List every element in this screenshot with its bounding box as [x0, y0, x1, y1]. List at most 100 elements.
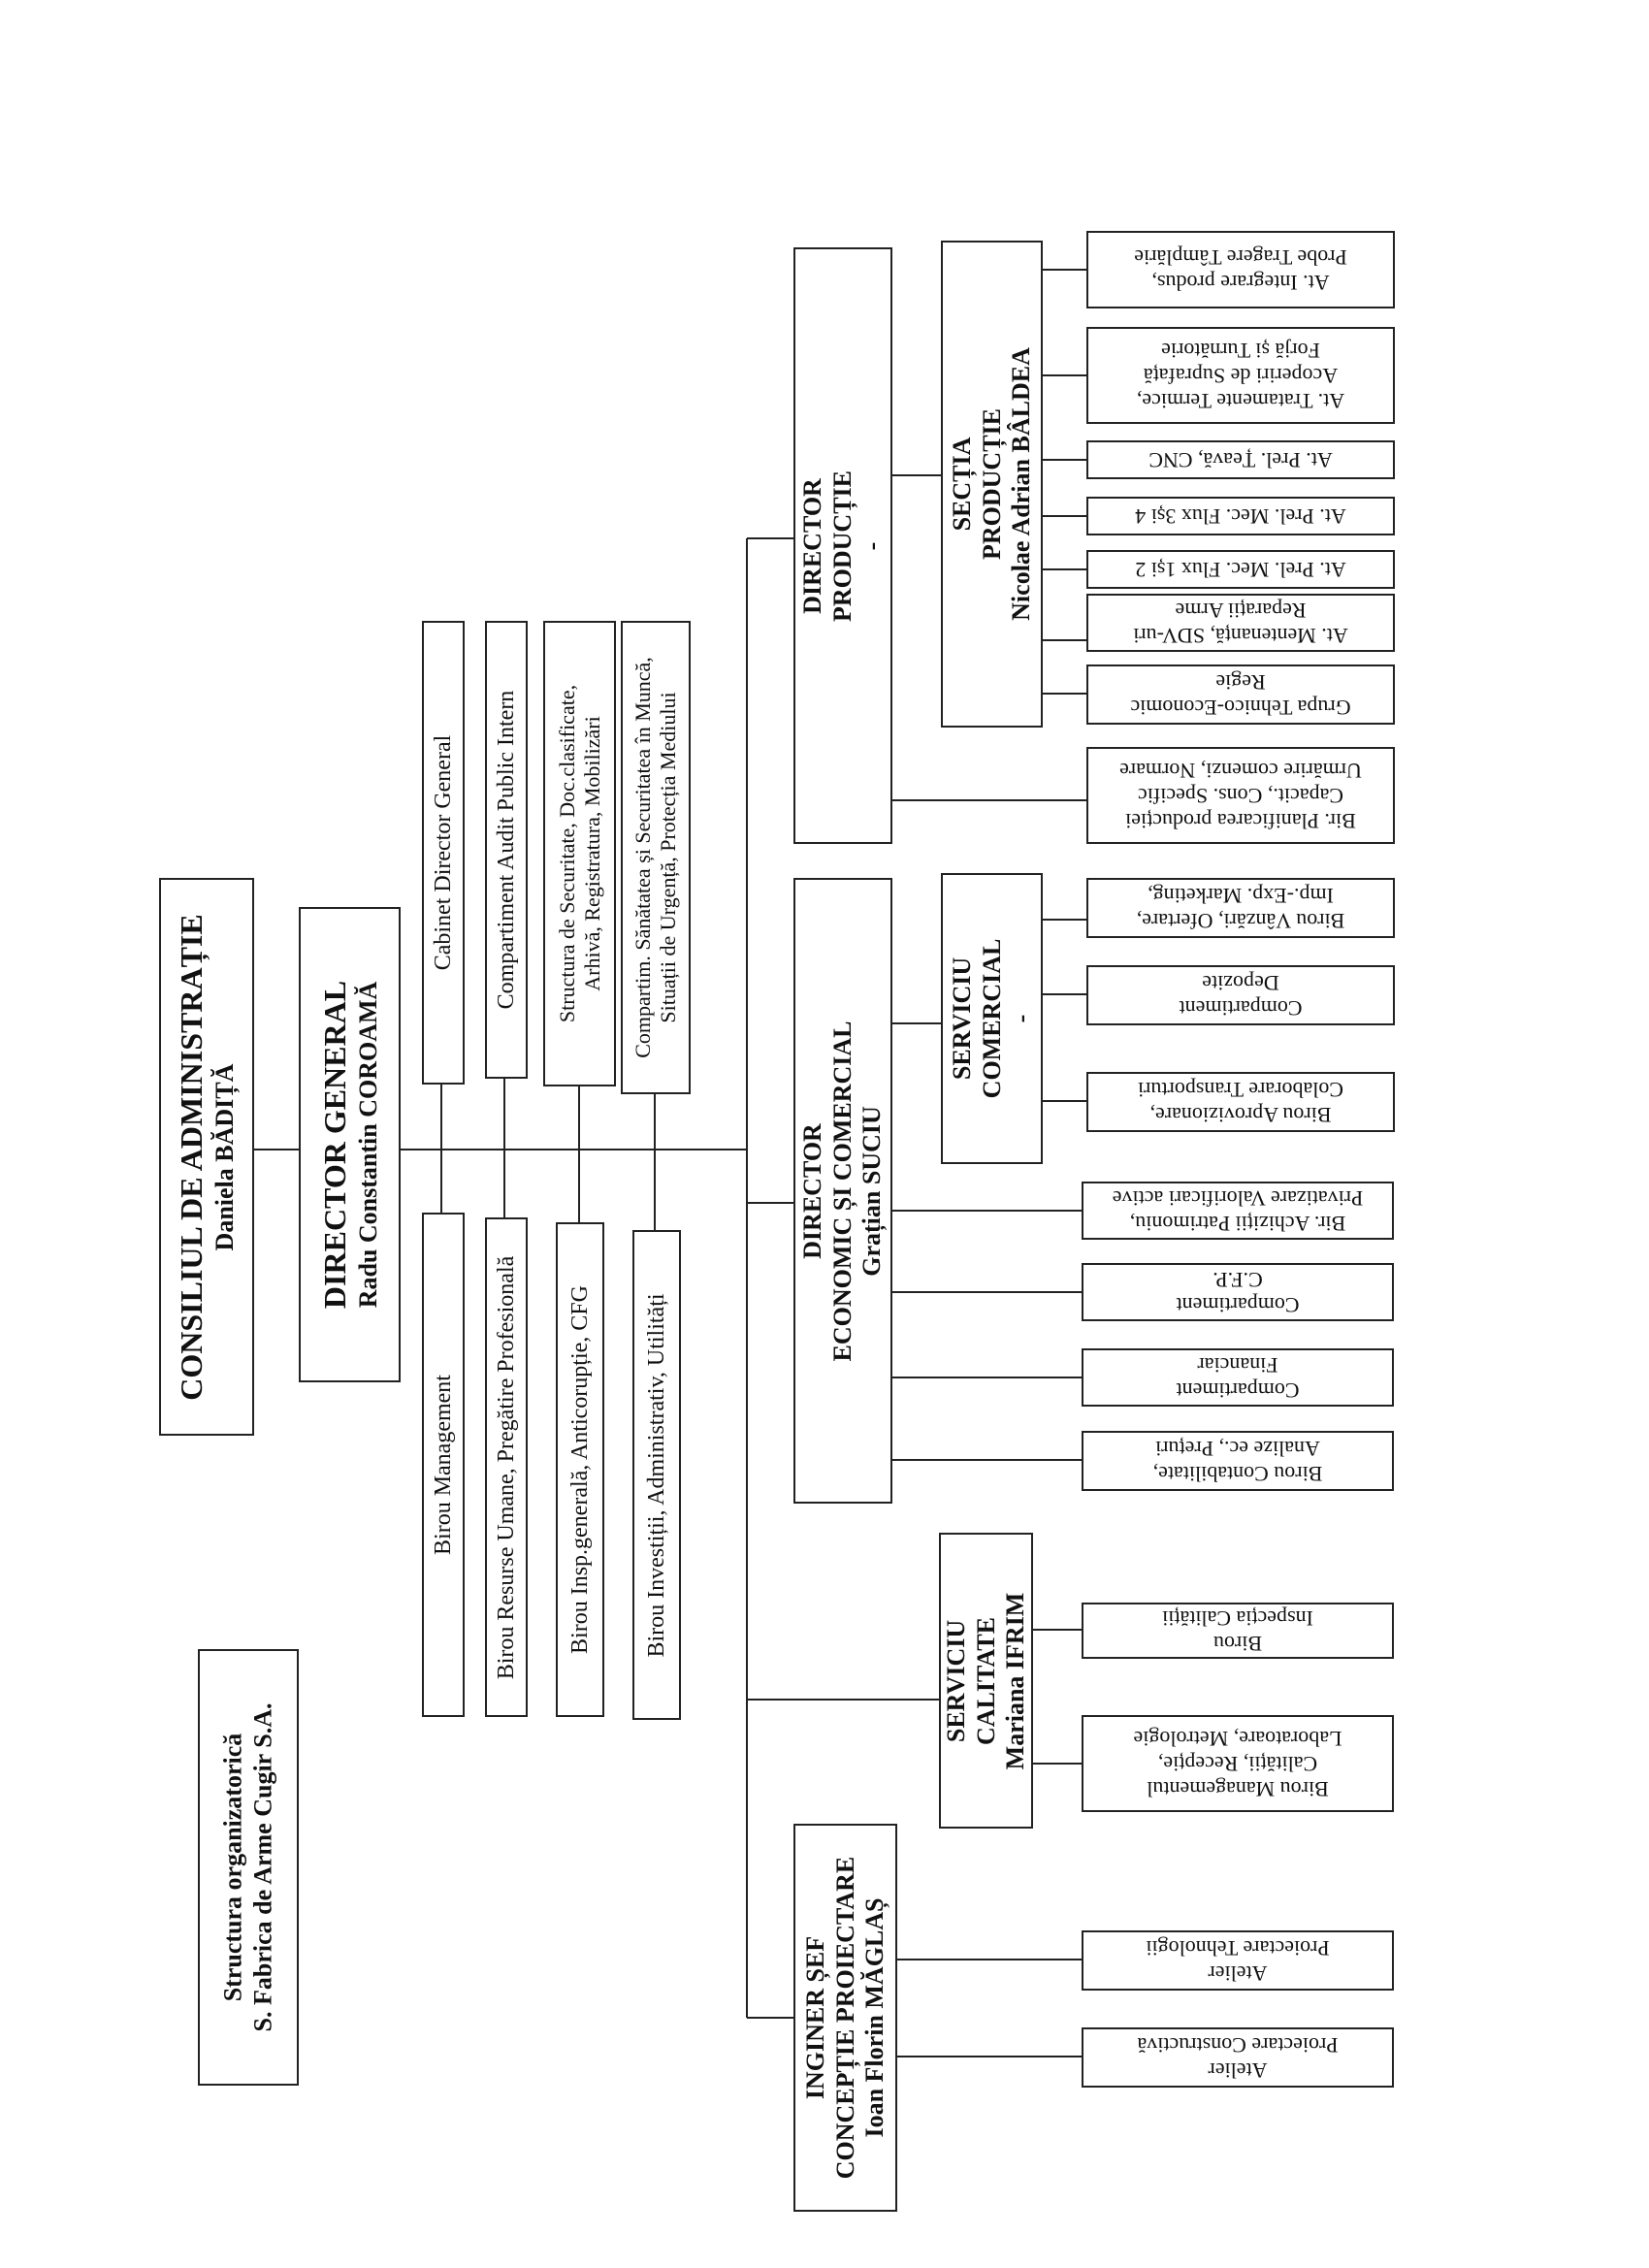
at-tratamente-termice-box: At. Tratamente Termice, Acoperiri de Sup… [1086, 327, 1395, 424]
comp-cfp-line1: Compartiment [1176, 1292, 1300, 1317]
birou-inspectia-line1: Birou [1212, 1631, 1263, 1656]
sectia-productie-line1: SECȚIA [947, 437, 976, 532]
birou-investitii-label: Birou Investiții, Administrativ, Utilită… [643, 1292, 669, 1658]
bir-planificare-line2: Capacit., Cons. Specific [1137, 783, 1344, 808]
at-integrare-produs-box: At. Integrare produs, Probe Tragere Tâmp… [1086, 231, 1395, 308]
birou-managementul-calitatii-box: Birou Managementul Calității, Recepție, … [1082, 1715, 1394, 1812]
birou-contabilitate-line2: Analize ec., Prețuri [1155, 1437, 1320, 1461]
director-productie-line2: PRODUCȚIE [827, 470, 857, 622]
director-productie-person: - [857, 541, 887, 550]
bir-planificarea-productiei-box: Bir. Planificarea producției Capacit., C… [1086, 747, 1395, 844]
atelier-tehnologii-line2: Proiectare Tehnologii [1146, 1936, 1330, 1960]
atelier-proiectare-tehnologii-box: Atelier Proiectare Tehnologii [1082, 1930, 1394, 1991]
director-productie-box: DIRECTOR PRODUCȚIE - [793, 247, 892, 844]
consiliu-title: CONSILIUL DE ADMINISTRAȚIE [173, 913, 209, 1401]
director-economic-line2: ECONOMIC ȘI COMERCIAL [827, 1020, 857, 1362]
grupa-tehnico-line1: Grupa Tehnico-Economic [1130, 695, 1351, 720]
birou-vanzari-line1: Birou Vânzări, Ofertare, [1136, 908, 1345, 933]
sectia-productie-box: SECȚIA PRODUCȚIE Nicolae Adrian BÂLDEA [941, 241, 1043, 728]
inginer-sef-line2: CONCEPȚIE PROIECTARE [830, 1856, 859, 2180]
compartiment-audit-box: Compartiment Audit Public Intern [485, 621, 528, 1079]
serviciu-calitate-line2: CALITATE [971, 1616, 1000, 1745]
at-prel-mec-flux-3-4-box: At. Prel. Mec. Flux 3și 4 [1086, 497, 1395, 535]
compartim-sanatate-line1: Compartim. Sănătatea și Securitatea în M… [630, 657, 656, 1058]
birou-mgmt-calitatii-line2: Calității, Recepție, [1157, 1751, 1318, 1776]
atelier-constructiva-line1: Atelier [1208, 2057, 1268, 2083]
atelier-proiectare-constructiva-box: Atelier Proiectare Constructivă [1082, 2027, 1394, 2088]
comp-financiar-line2: Financiar [1197, 1353, 1278, 1377]
director-general-title: DIRECTOR GENERAL [316, 980, 352, 1310]
sectia-productie-line2: PRODUCȚIE [977, 408, 1006, 561]
serviciu-comercial-line2: COMERCIAL [977, 938, 1006, 1099]
birou-resurse-umane-label: Birou Resurse Umane, Pregătire Profesion… [493, 1255, 519, 1679]
structura-securitate-box: Structura de Securitate, Doc.clasificate… [543, 621, 616, 1086]
at-flux34-line1: At. Prel. Mec. Flux 3și 4 [1135, 503, 1346, 529]
serviciu-calitate-person: Mariana IFRIM [1000, 1592, 1029, 1769]
at-prel-teava-cnc-box: At. Prel. Țeavă, CNC [1086, 440, 1395, 479]
director-productie-line1: DIRECTOR [797, 477, 826, 614]
at-integrare-line1: At. Integrare produs, [1151, 270, 1330, 295]
director-general-person: Radu Constantin COROAMĂ [353, 981, 382, 1309]
birou-contabilitate-line1: Birou Contabilitate, [1152, 1461, 1323, 1486]
at-integrare-line2: Probe Tragere Tâmplărie [1134, 245, 1347, 270]
serviciu-comercial-person: - [1006, 1014, 1035, 1023]
serviciu-comercial-line1: SERVICIU [947, 956, 976, 1081]
birou-insp-generala-label: Birou Insp.generală, Anticorupție, CFG [566, 1285, 593, 1654]
director-economic-box: DIRECTOR ECONOMIC ȘI COMERCIAL Grațian S… [793, 878, 892, 1504]
structura-securitate-line1: Structura de Securitate, Doc.clasificate… [554, 684, 579, 1023]
compartiment-cfp-box: Compartiment C.F.P. [1082, 1263, 1394, 1321]
bir-planificare-line3: Urmărire comenzi, Normare [1119, 759, 1362, 784]
at-mentenanta-box: At. Mentenanță, SDV-uri Reparații Arme [1086, 594, 1395, 652]
cabinet-director-box: Cabinet Director General [422, 621, 465, 1085]
at-tratamente-line2: Acoperiri de Suprafață [1143, 363, 1339, 388]
compartiment-financiar-box: Compartiment Financiar [1082, 1348, 1394, 1407]
serviciu-calitate-line1: SERVICIU [941, 1619, 970, 1742]
comp-depozite-line1: Compartiment [1179, 995, 1303, 1021]
birou-mgmt-calitatii-line1: Birou Managementul [1147, 1776, 1329, 1801]
sectia-productie-person: Nicolae Adrian BÂLDEA [1006, 347, 1035, 621]
at-tratamente-line1: At. Tratamente Termice, [1136, 388, 1345, 413]
atelier-tehnologii-line1: Atelier [1208, 1960, 1268, 1986]
serviciu-calitate-box: SERVICIU CALITATE Mariana IFRIM [939, 1533, 1033, 1829]
title-box: Structura organizatorică S. Fabrica de A… [198, 1649, 299, 2086]
comp-depozite-line2: Depozite [1202, 971, 1279, 995]
compartiment-depozite-box: Compartiment Depozite [1086, 965, 1395, 1025]
comp-financiar-line1: Compartiment [1176, 1377, 1300, 1403]
grupa-tehnico-economic-box: Grupa Tehnico-Economic Regie [1086, 664, 1395, 725]
comp-cfp-line2: C.F.P. [1212, 1268, 1263, 1292]
at-mentenanta-line1: At. Mentenanță, SDV-uri [1133, 623, 1348, 648]
director-economic-person: Grațian SUCIU [857, 1105, 887, 1277]
birou-aprovizionare-line1: Birou Aprovizionare, [1149, 1102, 1332, 1127]
consiliu-administratie-box: CONSILIUL DE ADMINISTRAȚIE Daniela BĂDIȚ… [159, 878, 254, 1436]
bir-achizitii-line2: Privatizare Valorificari active [1112, 1186, 1364, 1211]
at-tratamente-line3: Forjă și Turnătorie [1161, 339, 1320, 364]
atelier-constructiva-line2: Proiectare Constructivă [1137, 2033, 1339, 2057]
birou-management-label: Birou Management [430, 1375, 456, 1555]
at-mentenanta-line2: Reparații Arme [1175, 599, 1307, 623]
compartim-sanatate-box: Compartim. Sănătatea și Securitatea în M… [621, 621, 691, 1094]
inginer-sef-box: INGINER ȘEF CONCEPȚIE PROIECTARE Ioan Fl… [793, 1824, 897, 2212]
structura-securitate-line2: Arhivă, Registratura, Mobilizări [579, 716, 604, 991]
birou-vanzari-box: Birou Vânzări, Ofertare, Imp.-Exp. Marke… [1086, 878, 1395, 938]
title-line-2: S. Fabrica de Arme Cugir S.A. [248, 1702, 276, 2032]
title-line-1: Structura organizatorică [218, 1733, 247, 2002]
at-teava-line1: At. Prel. Țeavă, CNC [1148, 447, 1333, 472]
birou-investitii-box: Birou Investiții, Administrativ, Utilită… [632, 1230, 681, 1720]
director-general-box: DIRECTOR GENERAL Radu Constantin COROAMĂ [299, 907, 401, 1382]
cabinet-director-label: Cabinet Director General [430, 734, 456, 971]
birou-mgmt-calitatii-line3: Laboratoare, Metrologie [1133, 1727, 1342, 1752]
compartiment-audit-label: Compartiment Audit Public Intern [493, 690, 519, 1010]
serviciu-comercial-box: SERVICIU COMERCIAL - [941, 873, 1043, 1164]
at-prel-mec-flux-1-2-box: At. Prel. Mec. Flux 1și 2 [1086, 550, 1395, 589]
director-economic-line1: DIRECTOR [797, 1122, 826, 1259]
birou-inspectia-calitatii-box: Birou Inspecția Calității [1082, 1603, 1394, 1659]
grupa-tehnico-line2: Regie [1215, 670, 1266, 695]
inginer-sef-person: Ioan Florin MĂGLAȘ [859, 1897, 889, 2138]
birou-vanzari-line2: Imp.-Exp. Marketing, [1148, 884, 1334, 908]
birou-resurse-umane-box: Birou Resurse Umane, Pregătire Profesion… [485, 1217, 528, 1717]
consiliu-person: Daniela BĂDIȚĂ [210, 1063, 239, 1250]
birou-insp-generala-box: Birou Insp.generală, Anticorupție, CFG [556, 1222, 604, 1717]
birou-contabilitate-box: Birou Contabilitate, Analize ec., Prețur… [1082, 1431, 1394, 1491]
bir-planificare-line1: Bir. Planificarea producției [1125, 808, 1356, 833]
